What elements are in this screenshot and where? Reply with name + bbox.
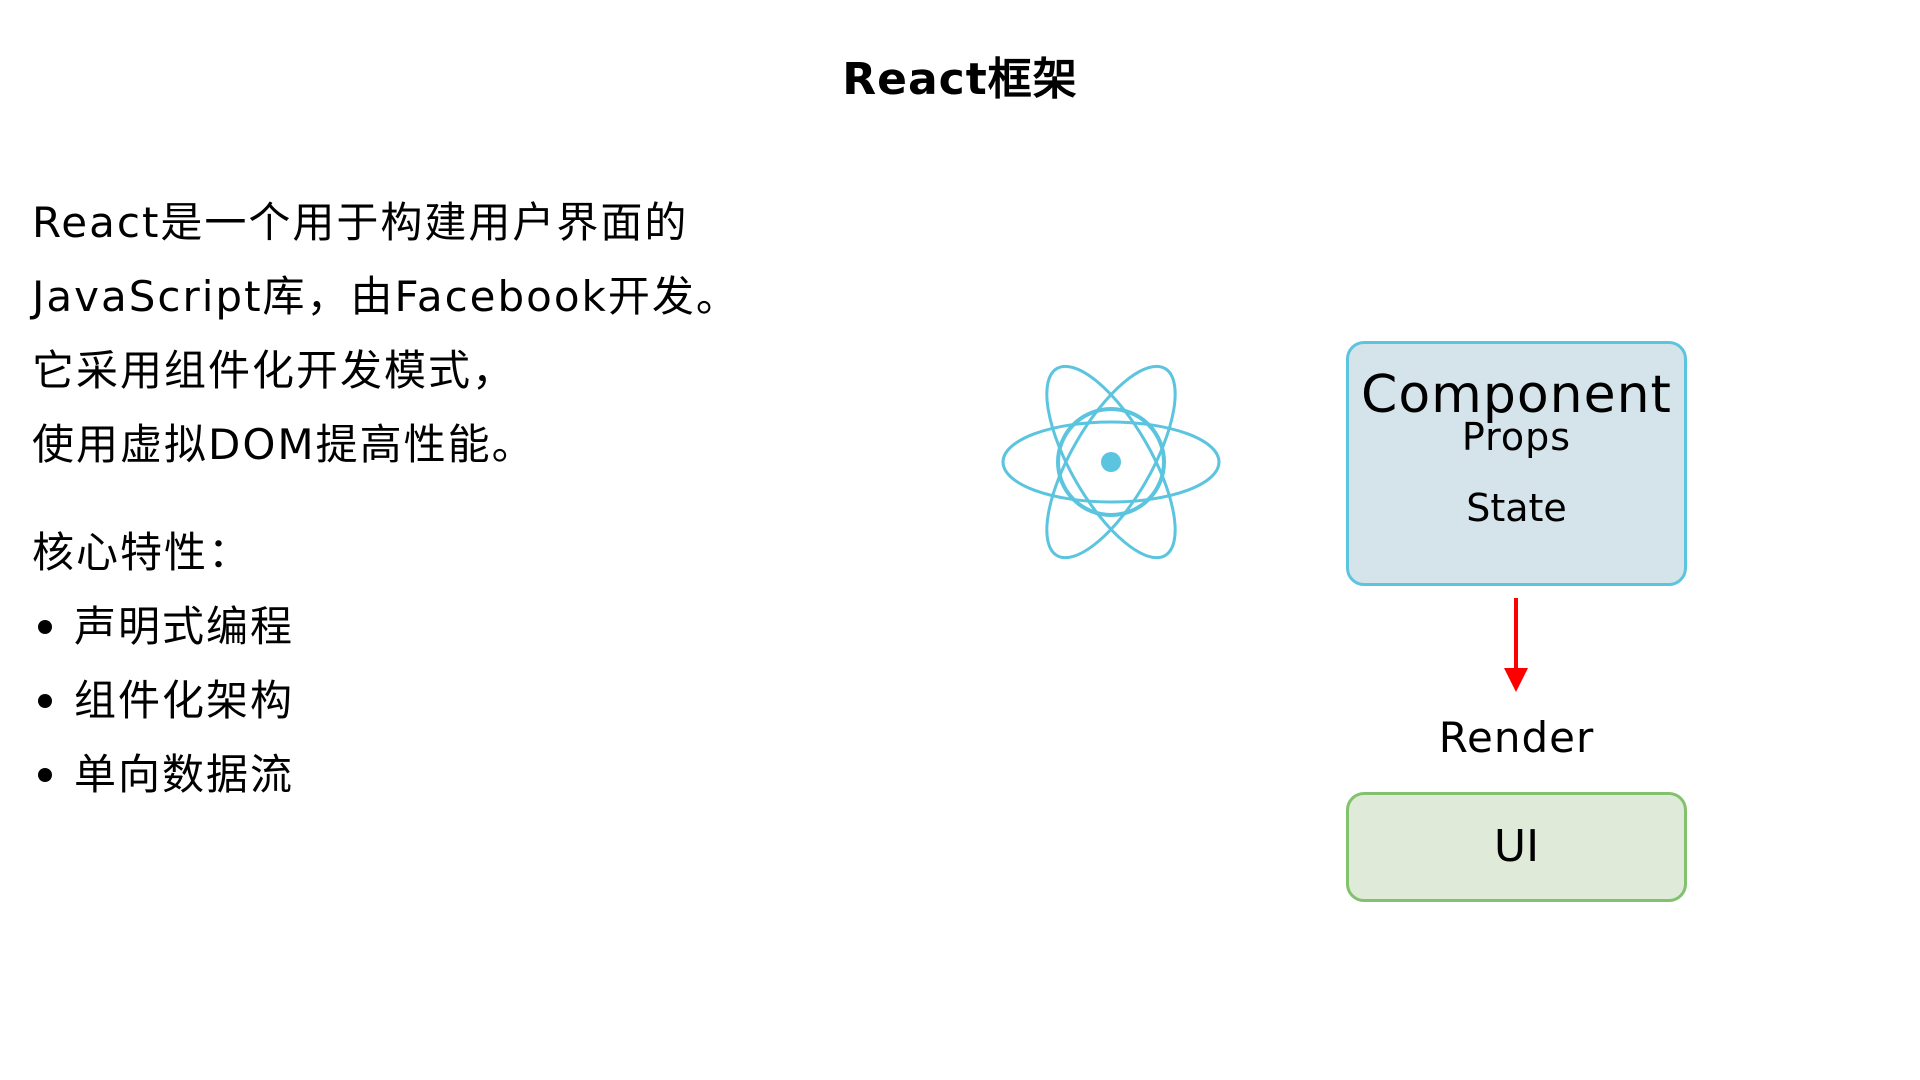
- intro-line: React是一个用于构建用户界面的: [32, 198, 689, 247]
- bullet-icon: [38, 620, 52, 634]
- feature-item: 声明式编程: [32, 590, 294, 664]
- props-label: Props: [1461, 415, 1572, 459]
- intro-line: 它采用组件化开发模式，: [32, 346, 517, 395]
- bullet-icon: [38, 768, 52, 782]
- feature-label: 单向数据流: [74, 750, 295, 799]
- ui-box: UI: [1346, 792, 1687, 902]
- feature-label: 声明式编程: [74, 602, 295, 651]
- bullet-icon: [38, 694, 52, 708]
- ui-label: UI: [1493, 821, 1540, 872]
- slide-title: React框架: [842, 54, 1078, 105]
- intro-paragraph: React是一个用于构建用户界面的 JavaScript库，由Facebook开…: [32, 186, 740, 482]
- intro-line: JavaScript库，由Facebook开发。: [32, 272, 740, 321]
- state-label: State: [1466, 486, 1567, 530]
- react-atom-icon: [996, 350, 1226, 578]
- intro-line: 使用虚拟DOM提高性能。: [32, 420, 536, 469]
- feature-item: 单向数据流: [32, 738, 294, 812]
- render-label: Render: [1438, 713, 1595, 762]
- component-title: Component: [1361, 365, 1672, 425]
- features-list: 声明式编程 组件化架构 单向数据流: [32, 590, 294, 812]
- features-heading: 核心特性：: [32, 528, 253, 577]
- render-arrow-icon: [1500, 596, 1532, 700]
- feature-label: 组件化架构: [74, 676, 295, 725]
- features-section: 核心特性： 声明式编程 组件化架构 单向数据流: [32, 516, 294, 812]
- component-box: Component Props State: [1346, 341, 1687, 586]
- feature-item: 组件化架构: [32, 664, 294, 738]
